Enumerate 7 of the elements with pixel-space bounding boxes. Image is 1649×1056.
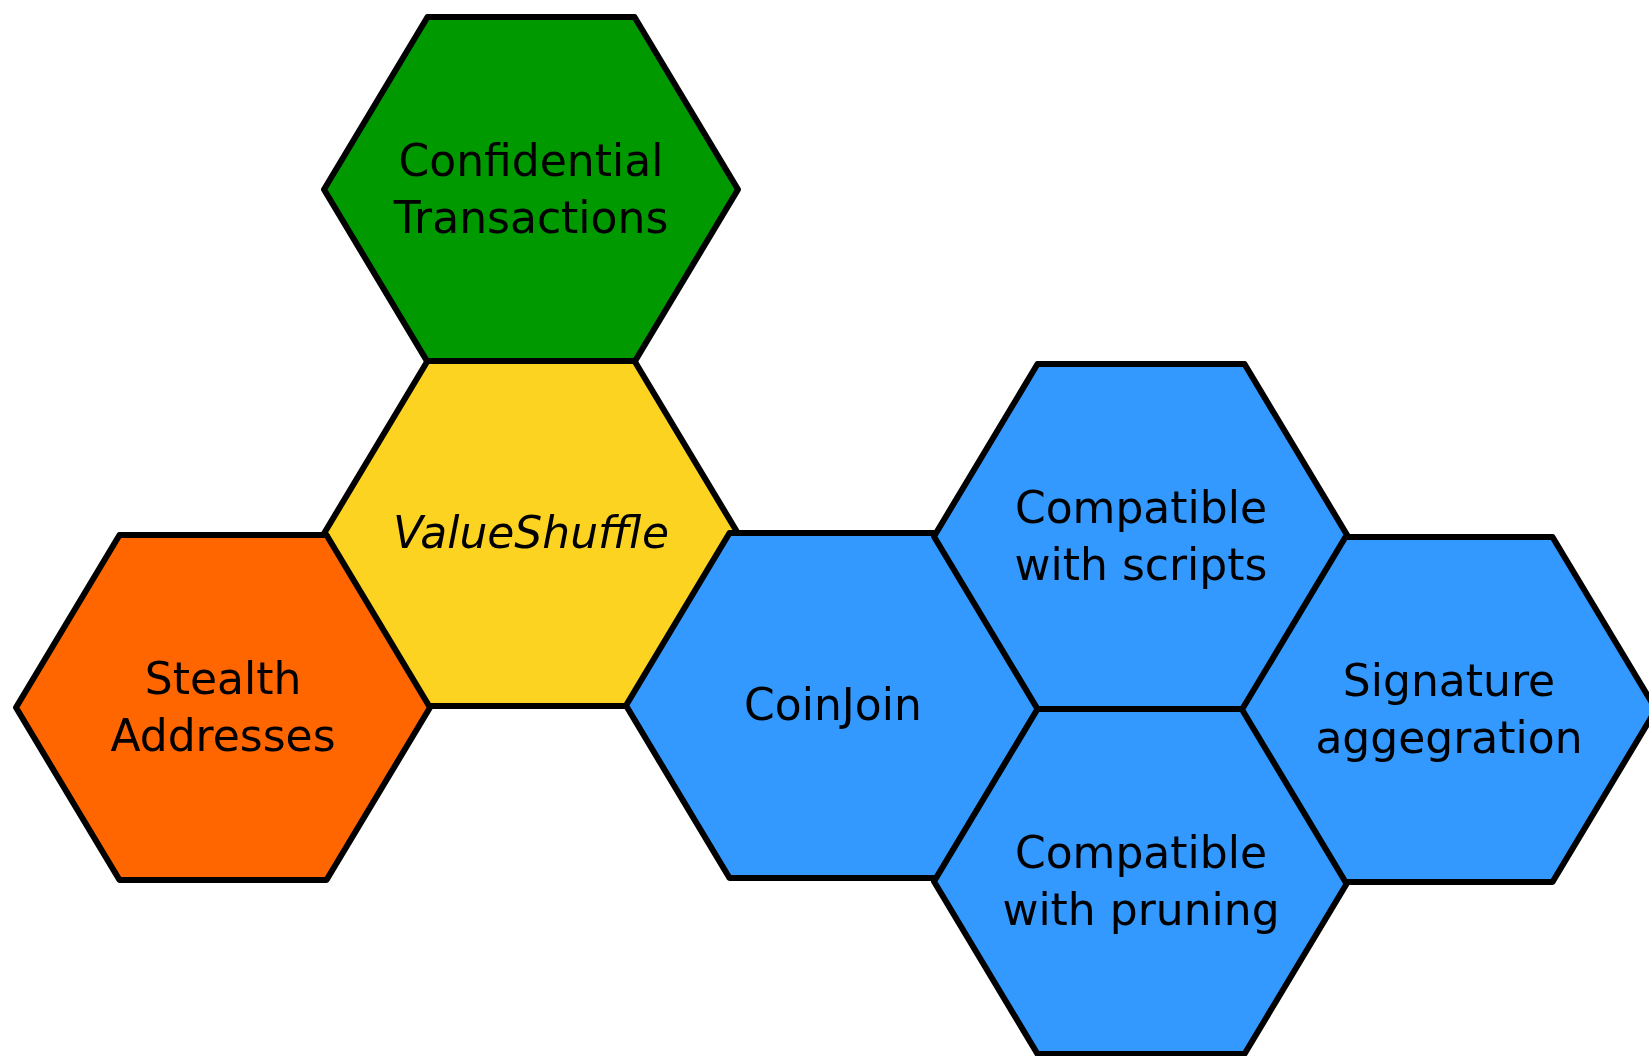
hexagon-label: Compatible with scripts — [1013, 480, 1269, 592]
hexagon-label: Compatible with pruning — [1001, 825, 1281, 937]
hexagon-label: Confidential Transactions — [392, 133, 670, 245]
hexagon-label: Signature aggegration — [1314, 653, 1584, 765]
hexagon-label: Stealth Addresses — [109, 651, 337, 763]
hexagon-label: CoinJoin — [743, 678, 923, 733]
hexagon-label: ValueShuffle — [391, 506, 671, 561]
